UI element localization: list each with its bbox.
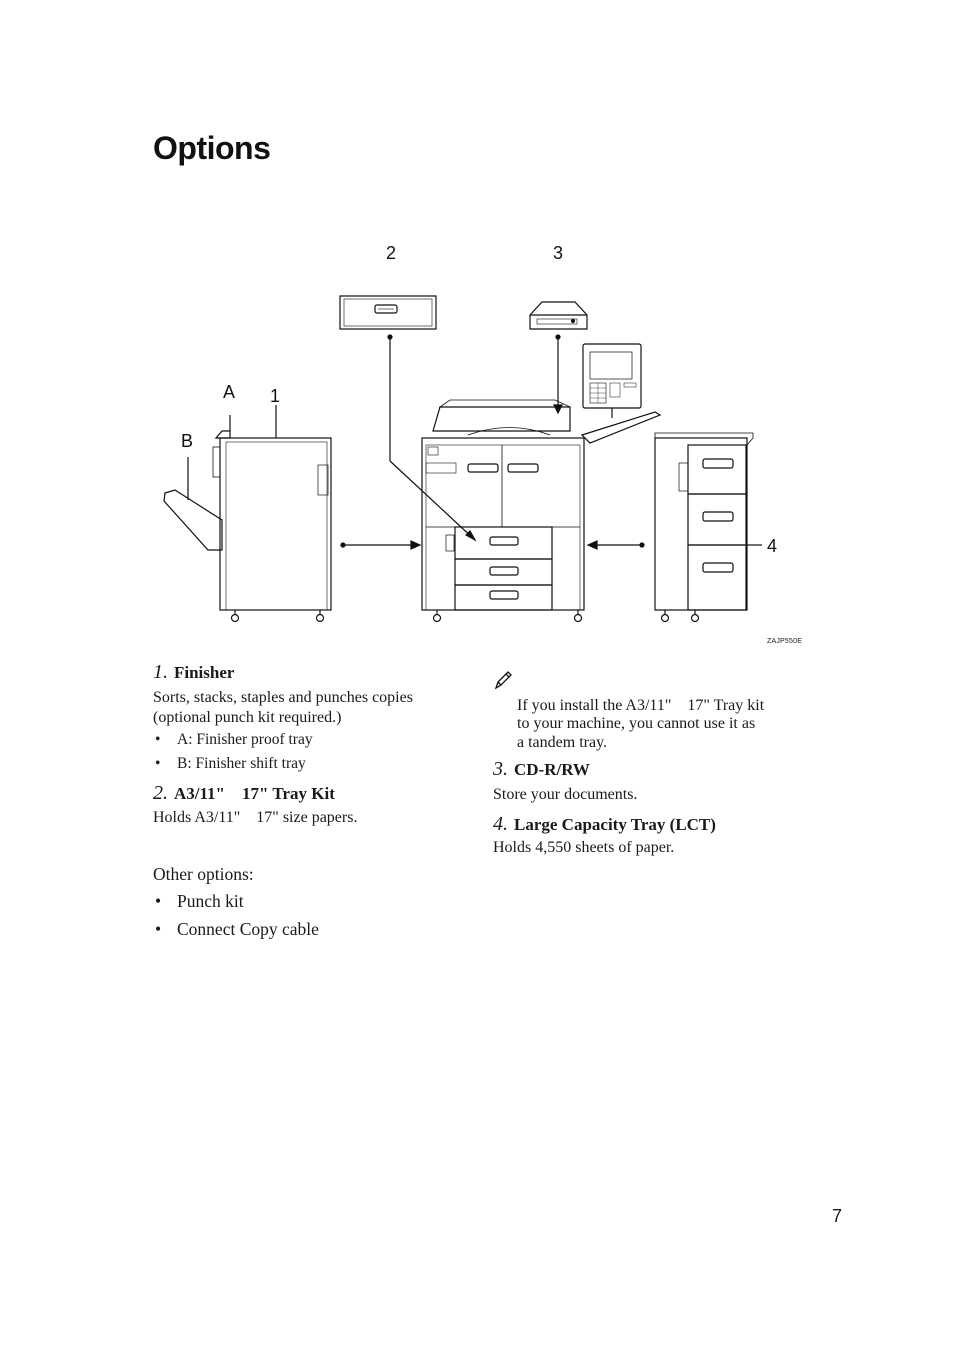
cd-rw-drawing: [529, 301, 588, 415]
item-4-number: 4.: [493, 813, 508, 835]
bullet-text: Punch kit: [177, 891, 244, 911]
page-title: Options: [153, 130, 271, 166]
item-2-line-1: Holds A3/11" 17" size papers.: [153, 809, 358, 826]
callout-1: 1: [270, 386, 280, 406]
item-2-heading: 2. A3/11" 17" Tray Kit: [153, 782, 335, 805]
control-panel-drawing: [582, 343, 642, 418]
item-4-title: Large Capacity Tray (LCT): [514, 815, 716, 834]
other-options-heading: Other options:: [153, 864, 254, 884]
bullet-text: A: Finisher proof tray: [177, 731, 313, 748]
figure-id: ZAJP550E: [767, 638, 803, 645]
item-1-number: 1.: [153, 661, 168, 683]
finisher-drawing: [163, 405, 332, 623]
other-option-punch-kit: •Punch kit: [155, 891, 244, 911]
item-1-bullet-b: •B: Finisher shift tray: [155, 755, 306, 772]
item-3-line-1: Store your documents.: [493, 786, 638, 803]
item-1-heading: 1. Finisher: [153, 661, 234, 684]
page-number: 7: [832, 1206, 843, 1226]
note-line-3: a tandem tray.: [517, 734, 608, 751]
item-3-heading: 3. CD-R/RW: [493, 758, 590, 781]
other-option-connect-copy: •Connect Copy cable: [155, 919, 319, 939]
item-2-number: 2.: [153, 782, 168, 804]
bullet-text: Connect Copy cable: [177, 919, 319, 939]
callout-3: 3: [553, 243, 563, 263]
item-2-title: A3/11" 17" Tray Kit: [174, 784, 335, 803]
bullet-text: B: Finisher shift tray: [177, 755, 306, 772]
callout-b: B: [181, 431, 193, 451]
note-pencil-icon: [494, 671, 512, 690]
callout-4: 4: [767, 536, 777, 556]
connection-arrows: [340, 540, 645, 550]
item-1-line-1: Sorts, stacks, staples and punches copie…: [153, 689, 413, 706]
note-line-1: If you install the A3/11" 17" Tray kit: [517, 697, 765, 714]
callout-2: 2: [386, 243, 396, 263]
main-unit-drawing: [421, 399, 662, 623]
callout-a: A: [223, 382, 235, 402]
note-line-2: to your machine, you cannot use it as: [517, 715, 756, 732]
item-1-title: Finisher: [174, 663, 235, 682]
item-1-line-2: (optional punch kit required.): [153, 709, 342, 726]
item-3-number: 3.: [493, 758, 508, 780]
item-4-heading: 4. Large Capacity Tray (LCT): [493, 813, 716, 836]
lct-drawing: [654, 432, 762, 623]
options-illustration: 2 3 A 1 B 4: [163, 243, 777, 623]
item-4-line-1: Holds 4,550 sheets of paper.: [493, 839, 675, 856]
item-3-title: CD-R/RW: [514, 760, 590, 779]
item-1-bullet-a: •A: Finisher proof tray: [155, 731, 313, 748]
tray-kit-drawing: [339, 295, 477, 542]
